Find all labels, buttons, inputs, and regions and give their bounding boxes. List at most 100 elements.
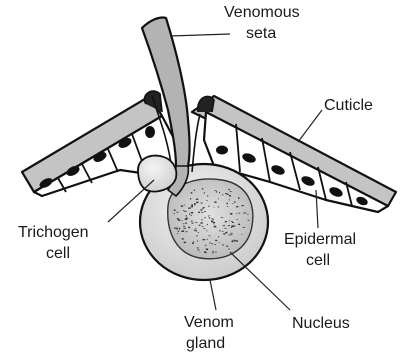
chromatin-speck bbox=[204, 211, 206, 212]
chromatin-speck bbox=[218, 198, 219, 199]
chromatin-speck bbox=[184, 228, 185, 229]
venomous-seta-label-line1: Venomous bbox=[224, 4, 300, 21]
chromatin-speck bbox=[202, 208, 204, 209]
venom-gland-leader bbox=[210, 280, 216, 310]
chromatin-speck bbox=[193, 241, 194, 242]
cuticle-leader bbox=[298, 110, 322, 142]
chromatin-speck bbox=[194, 230, 196, 231]
chromatin-speck bbox=[222, 231, 224, 232]
chromatin-speck bbox=[178, 231, 180, 232]
chromatin-speck bbox=[182, 238, 184, 239]
chromatin-speck bbox=[218, 206, 219, 207]
chromatin-speck bbox=[216, 191, 217, 192]
chromatin-speck bbox=[205, 245, 206, 246]
chromatin-speck bbox=[185, 223, 187, 224]
chromatin-speck bbox=[230, 213, 232, 214]
chromatin-speck bbox=[202, 212, 204, 213]
chromatin-speck bbox=[174, 210, 176, 211]
chromatin-speck bbox=[200, 209, 202, 210]
chromatin-speck bbox=[188, 207, 189, 209]
chromatin-speck bbox=[197, 247, 199, 248]
chromatin-speck bbox=[237, 219, 239, 220]
nucleus-leader bbox=[230, 252, 290, 310]
chromatin-speck bbox=[183, 224, 185, 225]
chromatin-speck bbox=[189, 213, 190, 214]
chromatin-speck bbox=[191, 192, 192, 193]
venom-gland-label-line1: Venom bbox=[184, 314, 234, 331]
chromatin-speck bbox=[184, 211, 186, 212]
chromatin-speck bbox=[215, 252, 216, 253]
chromatin-speck bbox=[236, 213, 237, 214]
chromatin-speck bbox=[197, 235, 198, 237]
chromatin-speck bbox=[231, 225, 232, 227]
chromatin-speck bbox=[208, 206, 209, 207]
chromatin-speck bbox=[223, 225, 224, 226]
chromatin-speck bbox=[219, 243, 220, 244]
chromatin-speck bbox=[214, 244, 216, 245]
chromatin-speck bbox=[232, 241, 234, 243]
chromatin-speck bbox=[245, 213, 246, 214]
chromatin-speck bbox=[198, 232, 199, 233]
chromatin-speck bbox=[228, 249, 230, 250]
chromatin-speck bbox=[186, 222, 187, 223]
chromatin-speck bbox=[238, 224, 240, 225]
chromatin-speck bbox=[194, 204, 195, 206]
chromatin-speck bbox=[194, 203, 196, 204]
chromatin-speck bbox=[177, 218, 179, 219]
epidermal-label-line1: Epidermal bbox=[284, 231, 356, 248]
venom-gland-label-line2: gland bbox=[186, 335, 225, 352]
chromatin-speck bbox=[209, 217, 210, 218]
chromatin-speck bbox=[174, 213, 175, 214]
chromatin-speck bbox=[212, 252, 213, 253]
chromatin-speck bbox=[242, 205, 244, 206]
chromatin-speck bbox=[174, 228, 176, 229]
chromatin-speck bbox=[248, 220, 250, 221]
chromatin-speck bbox=[211, 244, 213, 245]
chromatin-speck bbox=[208, 217, 209, 218]
chromatin-speck bbox=[228, 235, 231, 236]
chromatin-speck bbox=[188, 227, 190, 229]
chromatin-speck bbox=[230, 191, 232, 192]
chromatin-speck bbox=[196, 202, 198, 203]
trichogen-cell bbox=[138, 156, 176, 192]
chromatin-speck bbox=[219, 230, 220, 231]
chromatin-speck bbox=[223, 233, 225, 234]
chromatin-speck bbox=[227, 203, 229, 204]
chromatin-speck bbox=[177, 233, 178, 234]
chromatin-speck bbox=[228, 225, 230, 226]
chromatin-speck bbox=[200, 222, 203, 223]
chromatin-speck bbox=[215, 202, 217, 204]
chromatin-speck bbox=[196, 230, 197, 232]
chromatin-speck bbox=[198, 249, 200, 250]
chromatin-speck bbox=[206, 249, 208, 251]
chromatin-speck bbox=[204, 192, 205, 193]
chromatin-speck bbox=[185, 228, 186, 230]
chromatin-speck bbox=[176, 229, 178, 230]
chromatin-speck bbox=[213, 222, 215, 224]
chromatin-speck bbox=[214, 226, 217, 228]
chromatin-speck bbox=[184, 205, 186, 206]
chromatin-speck bbox=[201, 212, 202, 213]
chromatin-speck bbox=[182, 221, 183, 222]
chromatin-speck bbox=[213, 251, 215, 252]
chromatin-speck bbox=[184, 242, 186, 244]
chromatin-speck bbox=[233, 203, 234, 204]
chromatin-speck bbox=[218, 236, 219, 237]
chromatin-speck bbox=[219, 192, 220, 193]
chromatin-speck bbox=[191, 223, 193, 224]
chromatin-speck bbox=[213, 219, 214, 220]
chromatin-speck bbox=[242, 234, 243, 235]
chromatin-speck bbox=[202, 188, 203, 189]
chromatin-speck bbox=[225, 232, 227, 234]
chromatin-speck bbox=[195, 228, 197, 229]
chromatin-speck bbox=[209, 215, 210, 216]
chromatin-speck bbox=[194, 190, 195, 191]
chromatin-speck bbox=[208, 236, 210, 237]
chromatin-speck bbox=[234, 201, 235, 202]
chromatin-speck bbox=[229, 200, 230, 201]
chromatin-speck bbox=[236, 240, 238, 241]
chromatin-speck bbox=[229, 195, 231, 197]
chromatin-speck bbox=[225, 221, 227, 222]
chromatin-speck bbox=[215, 240, 217, 241]
